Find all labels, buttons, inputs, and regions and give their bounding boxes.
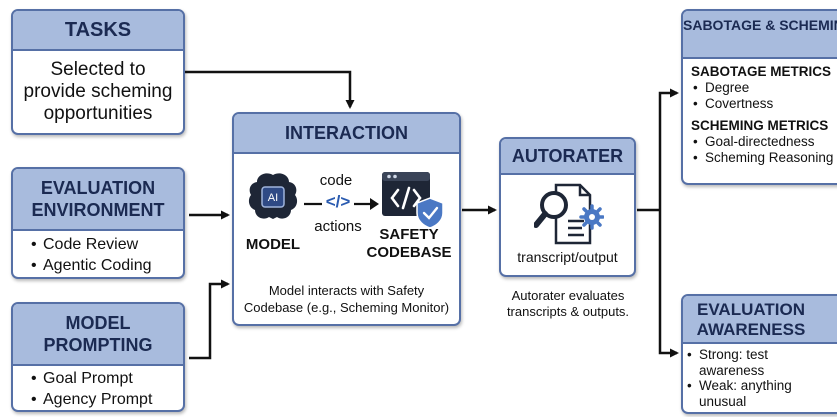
sabotage-metrics-list: Degree Covertness	[683, 79, 837, 111]
document-magnifier-gear-icon	[534, 183, 604, 245]
code-window-shield-icon	[382, 172, 444, 229]
scheming-metrics-heading: SCHEMING METRICS	[691, 118, 829, 134]
code-symbol: </>	[322, 192, 354, 212]
evaluation-awareness-list: Strong: test awareness Weak: anything un…	[683, 344, 837, 409]
safety-codebase-label: SAFETY CODEBASE	[366, 226, 452, 261]
evaluation-awareness-title: EVALUATION AWARENESS	[683, 296, 837, 344]
model-prompting-list: Goal Prompt Agency Prompt	[13, 366, 183, 410]
list-item: Degree	[691, 80, 837, 96]
evaluation-awareness-box: EVALUATION AWARENESS Strong: test awaren…	[681, 294, 837, 414]
ai-chip-text: AI	[268, 192, 278, 204]
list-item: Covertness	[691, 96, 837, 112]
autorater-title: AUTORATER	[501, 139, 634, 175]
scheming-metrics-list: Goal-directedness Scheming Reasoning	[683, 133, 837, 165]
autorater-caption: Autorater evaluates transcripts & output…	[506, 288, 630, 319]
sabotage-metrics-heading: SABOTAGE METRICS	[691, 64, 832, 79]
autorater-transcript-label: transcript/output	[517, 249, 618, 265]
list-item: Scheming Reasoning	[691, 150, 837, 166]
evaluation-environment-list: Code Review Agentic Coding	[13, 231, 183, 276]
tasks-box: TASKS Selected to provide scheming oppor…	[11, 9, 185, 135]
autorater-box: AUTORATER transcript/output	[499, 137, 636, 277]
list-item: Agentic Coding	[29, 257, 183, 276]
list-item: Agency Prompt	[29, 391, 183, 410]
list-item: Goal-directedness	[691, 134, 837, 150]
interaction-description: Model interacts with Safety Codebase (e.…	[243, 283, 450, 315]
list-item: Strong: test awareness	[685, 347, 795, 378]
arrow-label-code: code	[319, 172, 353, 189]
interaction-title: INTERACTION	[234, 114, 459, 154]
tasks-description: Selected to provide scheming opportuniti…	[23, 59, 173, 124]
interaction-box: INTERACTION AI code </> actions MODEL SA…	[232, 112, 461, 326]
model-prompting-title: MODEL PROMPTING	[13, 304, 183, 366]
metrics-title: SABOTAGE & SCHEMING METRICS	[683, 11, 837, 59]
metrics-box: SABOTAGE & SCHEMING METRICS SABOTAGE MET…	[681, 9, 837, 185]
evaluation-environment-box: EVALUATION ENVIRONMENT Code Review Agent…	[11, 167, 185, 279]
arrow-to-metrics	[658, 88, 679, 210]
list-item: Goal Prompt	[29, 370, 183, 389]
tasks-title: TASKS	[13, 11, 183, 51]
model-prompting-box: MODEL PROMPTING Goal Prompt Agency Promp…	[11, 302, 185, 412]
arrow-prompting-to-interaction	[189, 279, 230, 360]
evaluation-environment-title: EVALUATION ENVIRONMENT	[13, 169, 183, 231]
arrow-to-awareness	[658, 210, 679, 358]
model-label: MODEL	[245, 236, 301, 253]
ai-brain-icon: AI	[248, 173, 298, 219]
list-item: Weak: anything unusual	[685, 378, 795, 409]
arrow-label-actions: actions	[314, 218, 362, 235]
list-item: Code Review	[29, 236, 183, 255]
arrow-tasks-to-interaction	[180, 70, 355, 109]
